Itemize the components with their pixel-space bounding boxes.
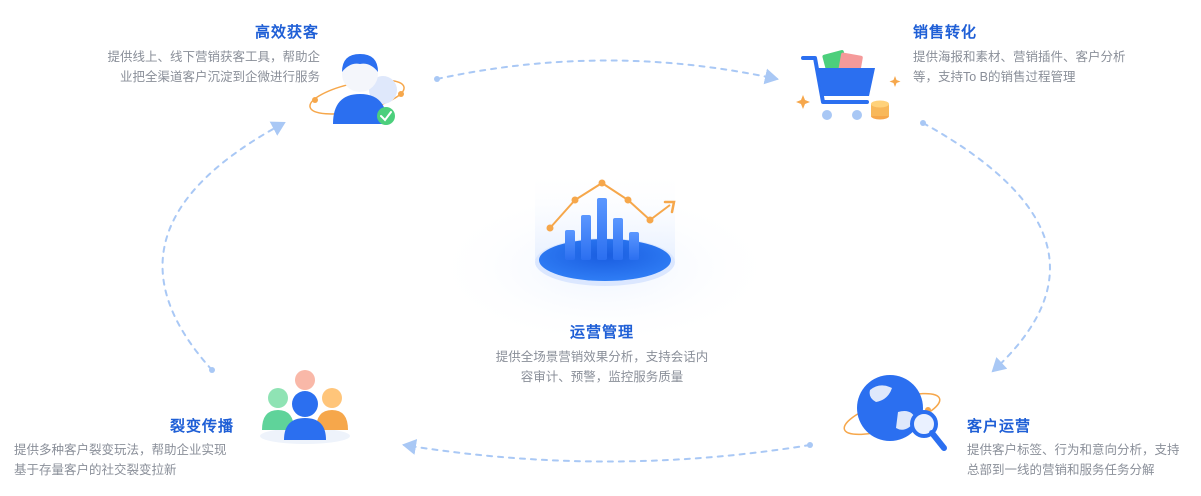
center-title: 运营管理 (569, 324, 634, 341)
convert-desc: 提供海报和素材、营销插件、客户分析 等，支持To B的销售过程管理 (913, 47, 1183, 87)
spread-desc-line1: 提供多种客户裂变玩法，帮助企业实现 (14, 443, 227, 457)
center-desc: 提供全场景营销效果分析，支持会话内 容审计、预警，监控服务质量 (470, 347, 734, 387)
arrow-convert-to-operate (922, 122, 1051, 373)
shopping-cart-icon (796, 50, 901, 120)
globe-search-icon (843, 375, 947, 451)
acquire-title: 高效获客 (255, 24, 320, 41)
operate-desc: 提供客户标签、行为和意向分析，支持 总部到一线的营销和服务任务分解 (967, 440, 1197, 480)
convert-desc-line2: 等，支持To B的销售过程管理 (913, 70, 1076, 84)
arrow-operate-to-spread (402, 439, 811, 463)
operate-desc-line1: 提供客户标签、行为和意向分析，支持 (967, 443, 1180, 457)
convert-title: 销售转化 (913, 24, 978, 41)
operate-desc-line2: 总部到一线的营销和服务任务分解 (967, 463, 1155, 477)
acquire-desc-line2: 业把全渠道客户沉淀到企微进行服务 (119, 70, 320, 84)
operate-title: 客户运营 (967, 418, 1032, 435)
acquire-desc: 提供线上、线下营销获客工具，帮助企 业把全渠道客户沉淀到企微进行服务 (60, 47, 320, 87)
user-acquisition-icon (309, 54, 405, 125)
people-group-icon (260, 370, 350, 444)
arrow-acquire-to-convert (436, 59, 779, 85)
analytics-chart-icon (535, 170, 676, 286)
center-desc-line1: 提供全场景营销效果分析，支持会话内 (495, 350, 709, 364)
arrow-spread-to-acquire (161, 121, 286, 371)
spread-desc: 提供多种客户裂变玩法，帮助企业实现 基于存量客户的社交裂变拉新 (14, 440, 254, 480)
convert-desc-line1: 提供海报和素材、营销插件、客户分析 (913, 50, 1126, 64)
center-desc-line2: 容审计、预警，监控服务质量 (520, 370, 684, 384)
spread-desc-line2: 基于存量客户的社交裂变拉新 (14, 463, 177, 477)
acquire-desc-line1: 提供线上、线下营销获客工具，帮助企 (107, 50, 320, 64)
spread-title: 裂变传播 (170, 418, 235, 435)
